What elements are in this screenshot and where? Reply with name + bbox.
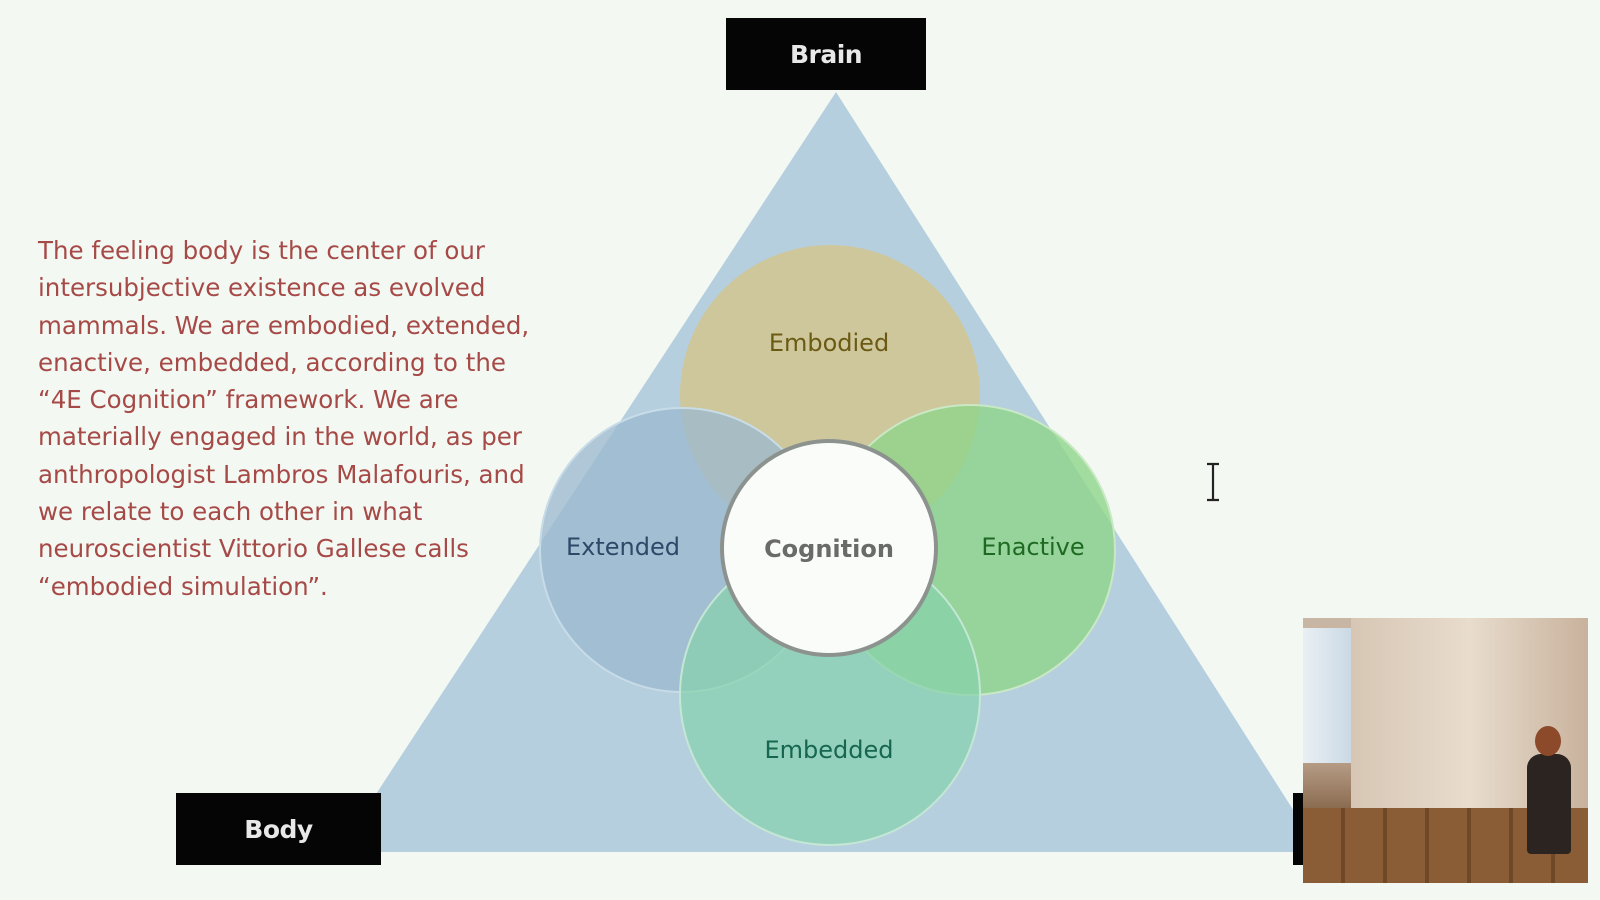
brain-label-box: Brain <box>726 18 926 90</box>
description-line: The feeling body is the center of our <box>38 236 485 265</box>
description-line: anthropologist Lambros Malafouris, and <box>38 459 525 489</box>
description-line: materially engaged in the world, as per <box>38 422 522 452</box>
cognition-label: Cognition <box>764 535 894 563</box>
video-speaker-body <box>1527 754 1571 854</box>
description-line: enactive, embedded, according to the <box>38 347 506 377</box>
embodied-label: Embodied <box>769 329 889 357</box>
description-line: “embodied simulation”. <box>38 571 328 601</box>
text-cursor-icon <box>1207 462 1219 502</box>
description-line: “4E Cognition” framework. We are <box>38 385 459 415</box>
body-label-box: Body <box>176 793 381 865</box>
slide-description: The feeling body is the center of our in… <box>38 232 538 605</box>
description-line: intersubjective existence as evolved <box>38 273 486 303</box>
webcam-speaker-video[interactable] <box>1303 618 1588 883</box>
video-speaker-head <box>1535 726 1561 756</box>
cognition-center-circle <box>720 439 938 657</box>
description-line: mammals. We are embodied, extended, <box>38 310 530 340</box>
enactive-label: Enactive <box>981 533 1084 561</box>
brain-label: Brain <box>789 39 863 69</box>
video-projector-screen <box>1303 628 1351 763</box>
body-label: Body <box>244 814 313 844</box>
description-line: neuroscientist Vittorio Gallese calls <box>38 534 469 564</box>
description-line: we relate to each other in what <box>38 497 423 527</box>
extended-label: Extended <box>566 533 680 561</box>
embedded-label: Embedded <box>764 736 893 764</box>
